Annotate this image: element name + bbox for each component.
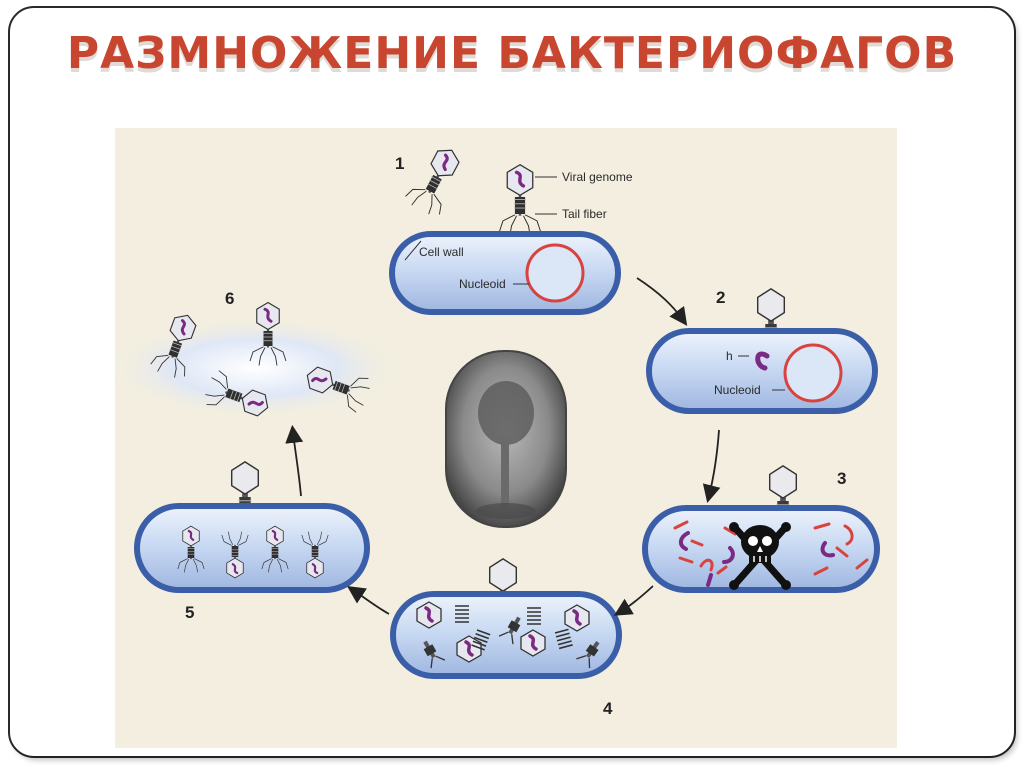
electron-micrograph: [446, 351, 566, 527]
stage-number-5: 5: [185, 603, 194, 622]
stage-5: [137, 462, 367, 590]
label-viral-genome: Viral genome: [562, 170, 633, 184]
label-nucleoid-1: Nucleoid: [459, 277, 506, 291]
stage-2: [649, 289, 875, 411]
stage-number-3: 3: [837, 469, 846, 488]
phage-cycle-diagram: Viral genome Tail fiber Cell wall Nucleo…: [115, 128, 897, 748]
label-cell-wall: Cell wall: [419, 245, 464, 259]
stage-number-6: 6: [225, 289, 234, 308]
slide-title: РАЗМНОЖЕНИЕ БАКТЕРИОФАГОВ РАЗМНОЖЕНИЕ БА…: [0, 28, 1024, 79]
slide-title-text: РАЗМНОЖЕНИЕ БАКТЕРИОФАГОВ: [0, 28, 1024, 79]
label-tail-fiber: Tail fiber: [562, 207, 607, 221]
stage-4: [393, 559, 619, 676]
stage-number-1: 1: [395, 154, 404, 173]
stage-number-4: 4: [603, 699, 613, 718]
label-host-dna: h: [726, 349, 733, 363]
stage-number-2: 2: [716, 288, 725, 307]
stage-6: [115, 303, 405, 425]
label-nucleoid-2: Nucleoid: [714, 383, 761, 397]
